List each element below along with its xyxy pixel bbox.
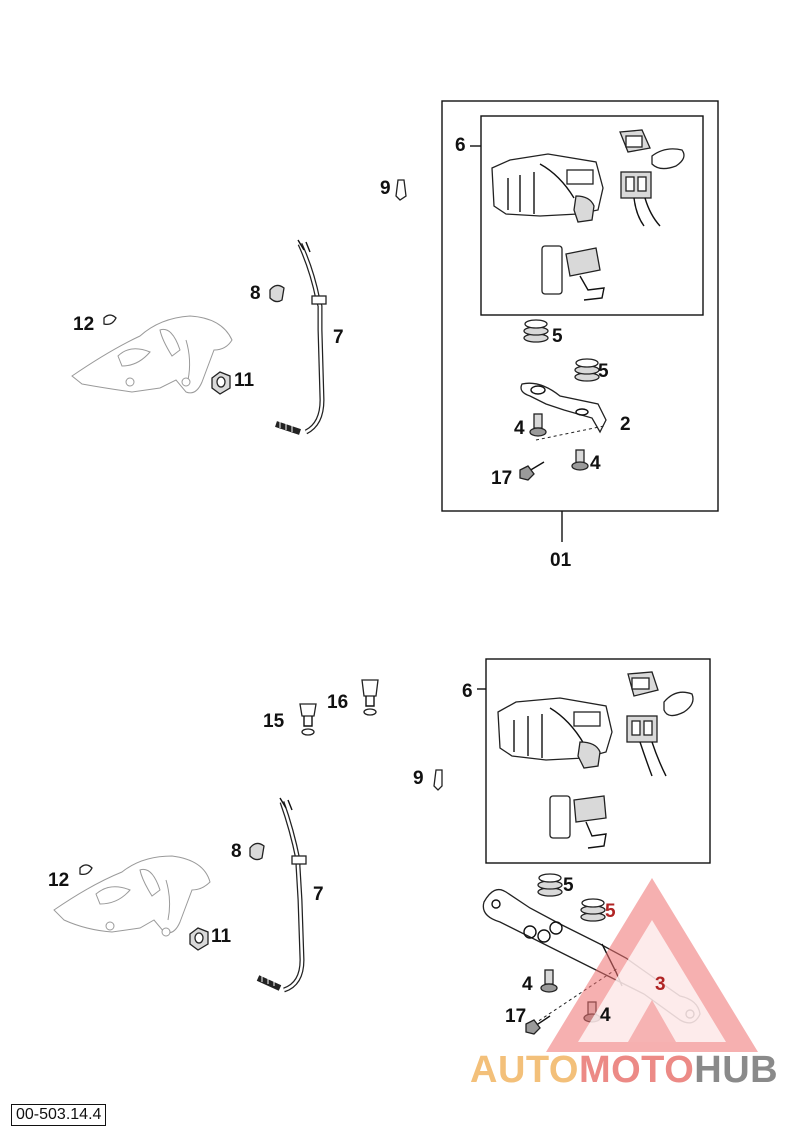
label-part-6: 6 bbox=[455, 135, 466, 156]
lower-assembly-labels-front: 5 3 4 17 4 bbox=[505, 901, 666, 1027]
connector-drawing bbox=[620, 171, 661, 227]
switch-housing-drawing bbox=[491, 153, 604, 223]
label-part-7: 7 bbox=[333, 327, 344, 348]
label-part-5a-lower: 5 bbox=[563, 875, 574, 896]
label-part-4b: 4 bbox=[590, 453, 601, 474]
part-6-frame bbox=[480, 115, 704, 316]
label-part-5b-lower: 5 bbox=[605, 901, 616, 922]
clip-8-lower-drawing bbox=[249, 842, 265, 861]
screw-4a-lower-drawing bbox=[540, 969, 558, 993]
label-part-2: 2 bbox=[620, 414, 631, 435]
ring-12-lower-drawing bbox=[79, 864, 93, 876]
label-part-4b-lower: 4 bbox=[600, 1005, 611, 1026]
pin-15-drawing bbox=[299, 703, 317, 736]
label-part-4a-lower: 4 bbox=[522, 974, 533, 995]
pin-9-drawing bbox=[395, 179, 407, 201]
label-part-5b: 5 bbox=[598, 361, 609, 382]
watermark-hub: HUB bbox=[694, 1049, 778, 1091]
pin-16-drawing bbox=[361, 679, 379, 716]
coil-lower-drawing bbox=[549, 795, 607, 849]
watermark-moto: MOTO bbox=[579, 1049, 694, 1091]
label-part-17-lower: 17 bbox=[505, 1006, 526, 1027]
bolt-17-drawing bbox=[519, 461, 545, 481]
screw-4b-drawing bbox=[571, 449, 589, 471]
connector-lower-drawing bbox=[626, 715, 667, 777]
label-part-12-lower: 12 bbox=[48, 870, 69, 891]
cable-7-drawing bbox=[275, 239, 327, 435]
o-ring-drawing bbox=[651, 148, 685, 170]
grommet-5b-lower-drawing bbox=[580, 898, 606, 922]
assembly-01-frame bbox=[441, 100, 719, 512]
upper-assembly: 6 9 8 7 12 11 5 5 4 2 17 4 01 bbox=[71, 100, 719, 571]
label-part-4a: 4 bbox=[514, 418, 525, 439]
cable-7-lower-drawing bbox=[256, 797, 307, 993]
screw-4a-drawing bbox=[529, 413, 547, 437]
label-assembly-01: 01 bbox=[550, 550, 572, 571]
label-part-5a: 5 bbox=[552, 326, 563, 347]
ring-12-drawing bbox=[103, 314, 117, 326]
label-part-7-lower: 7 bbox=[313, 884, 324, 905]
label-part-3: 3 bbox=[655, 974, 666, 995]
part-6-frame-lower bbox=[485, 658, 711, 864]
nut-11-drawing bbox=[211, 371, 231, 395]
label-part-12: 12 bbox=[73, 314, 94, 335]
bolt-17-lower-drawing bbox=[525, 1015, 551, 1035]
label-part-9-lower: 9 bbox=[413, 768, 424, 789]
watermark-text: AUTOMOTOHUB bbox=[470, 1049, 778, 1091]
label-part-15: 15 bbox=[263, 711, 285, 732]
watermark-logo: AUTOMOTOHUB bbox=[470, 878, 778, 1091]
label-part-6-lower: 6 bbox=[462, 681, 473, 702]
handlebar-mount-drawing bbox=[71, 315, 233, 394]
o-ring-lower-drawing bbox=[663, 691, 694, 717]
watermark-auto: AUTO bbox=[470, 1049, 579, 1091]
bracket-2-drawing bbox=[520, 382, 607, 434]
coil-drawing bbox=[541, 245, 605, 301]
nut-11-lower-drawing bbox=[189, 927, 209, 951]
handlebar-mount-lower-drawing bbox=[53, 855, 211, 937]
label-part-11: 11 bbox=[234, 370, 255, 391]
document-code: 00-503.14.4 bbox=[11, 1104, 107, 1126]
grommet-5b-drawing bbox=[574, 358, 600, 382]
label-part-17: 17 bbox=[491, 468, 512, 489]
label-part-11-lower: 11 bbox=[211, 926, 232, 947]
label-part-16: 16 bbox=[327, 692, 348, 713]
switch-housing-lower-drawing bbox=[497, 697, 613, 769]
grommet-5a-lower-drawing bbox=[537, 873, 563, 897]
pin-9-lower-drawing bbox=[433, 769, 443, 791]
watermark-triangle-core bbox=[628, 1000, 676, 1042]
clip-8-drawing bbox=[269, 284, 285, 303]
watermark-triangle-inner bbox=[578, 920, 726, 1042]
label-part-9: 9 bbox=[380, 178, 391, 199]
grommet-5a-drawing bbox=[523, 319, 549, 343]
label-part-8-lower: 8 bbox=[231, 841, 242, 862]
label-part-8: 8 bbox=[250, 283, 261, 304]
